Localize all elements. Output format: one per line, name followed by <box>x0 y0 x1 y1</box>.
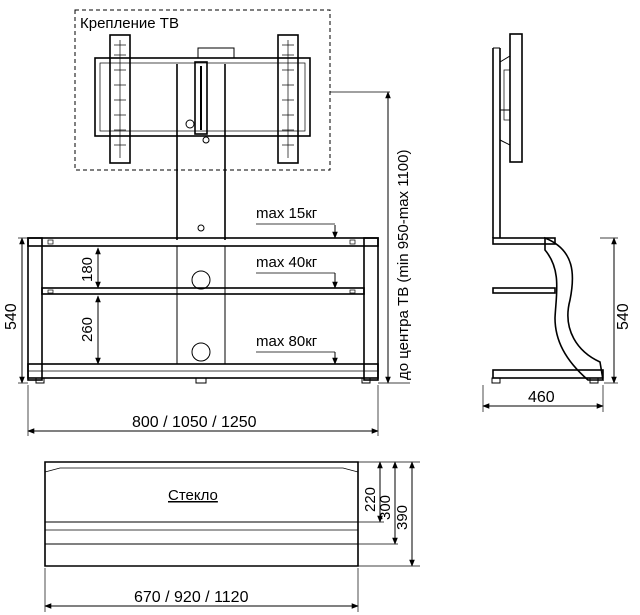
side-view: 540 460 <box>482 33 632 412</box>
total-height-front: 540 <box>3 303 20 330</box>
side-curved-panel <box>544 236 604 381</box>
top-depth-1: 220 <box>362 487 379 512</box>
left-side-panel <box>27 237 43 381</box>
top-view: Стекло 220 300 390 670 / 920 / 1120 <box>44 461 420 612</box>
top-depth-2: 300 <box>377 495 394 520</box>
load-bottom-label: max 80кг <box>256 333 318 350</box>
left-bracket <box>109 34 131 164</box>
tv-mount-frame <box>74 9 331 171</box>
middle-shelf <box>41 287 365 295</box>
shelf-height-2: 260 <box>79 317 96 342</box>
tv-mount-label: Крепление ТВ <box>80 15 179 32</box>
right-side-panel <box>363 237 379 381</box>
total-height-side: 540 <box>615 303 632 330</box>
glass-label: Стекло <box>168 487 218 504</box>
cable-hole-bottom <box>191 342 211 362</box>
top-width-label: 670 / 920 / 1120 <box>134 589 249 606</box>
load-top-label: max 15кг <box>256 205 318 222</box>
load-mid-label: max 40кг <box>256 254 318 271</box>
side-tv-plate <box>509 33 523 163</box>
side-top-shelf <box>492 237 556 245</box>
top-depth-3: 390 <box>394 505 411 530</box>
front-width-label: 800 / 1050 / 1250 <box>132 414 257 431</box>
cable-hole-top <box>191 270 211 290</box>
top-glass-shelf <box>27 237 379 247</box>
side-depth-label: 460 <box>528 389 555 406</box>
right-bracket <box>277 34 299 164</box>
top-glass <box>44 461 359 567</box>
shelf-height-1: 180 <box>79 257 96 282</box>
center-mount-top <box>197 47 235 59</box>
tv-center-height-label: до центра ТВ (min 950-max 1100) <box>395 150 412 380</box>
front-view: Крепление ТВ <box>3 9 412 436</box>
